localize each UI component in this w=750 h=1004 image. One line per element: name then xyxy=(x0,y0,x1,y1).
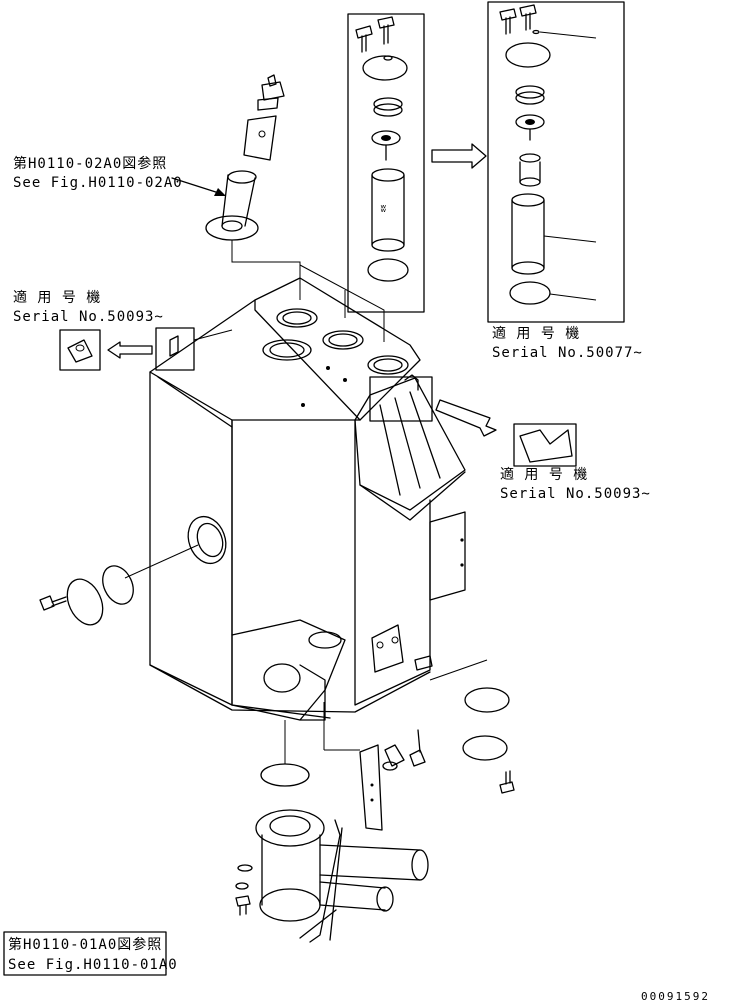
lower-plate xyxy=(371,624,433,673)
suction-pipe xyxy=(255,809,429,943)
ref-01a0-en: See Fig.H0110-01A0 xyxy=(8,957,178,973)
bottom-gasket xyxy=(260,720,310,787)
left-detail xyxy=(59,327,233,371)
top-ports xyxy=(262,308,409,407)
ref-02a0-jp: 第H0110-02A0図参照 xyxy=(13,155,167,172)
outlet-chute xyxy=(231,619,346,721)
side-port xyxy=(187,515,227,565)
side-cover-assembly xyxy=(39,544,199,626)
svg-text:ʬ: ʬ xyxy=(380,202,389,215)
filler-pipe xyxy=(205,74,285,241)
serial-left-jp: 適 用 号 機 xyxy=(13,289,101,306)
ref-label-01a0: 第H0110-01A0図参照 See Fig.H0110-01A0 xyxy=(3,931,178,976)
serial-top-jp: 適 用 号 機 xyxy=(492,325,580,342)
serial-top-en: Serial No.50077~ xyxy=(492,345,643,361)
ref-01a0-jp: 第H0110-01A0図参照 xyxy=(8,936,162,953)
right-detail xyxy=(435,399,577,467)
filter-stack-box: ʬ xyxy=(347,13,425,313)
serial-right-jp: 適 用 号 機 xyxy=(500,466,588,483)
drawing-number: 00091592 xyxy=(641,990,710,1003)
hydraulic-tank-body xyxy=(149,277,431,719)
filter-bracket xyxy=(354,374,466,521)
bolts-washers-left xyxy=(235,864,253,916)
serial-left-en: Serial No.50093~ xyxy=(13,309,164,325)
serial-label-left: 適 用 号 機 Serial No.50093~ xyxy=(13,289,164,325)
side-box xyxy=(429,511,466,601)
serial-label-top: 適 用 号 機 Serial No.50077~ xyxy=(492,325,643,361)
serial-label-right: 適 用 号 機 Serial No.50093~ xyxy=(500,466,651,502)
strainer-bracket xyxy=(323,702,426,831)
ref-02a0-en: See Fig.H0110-02A0 xyxy=(13,175,183,191)
ref-label-02a0: 第H0110-02A0図参照 See Fig.H0110-02A0 xyxy=(13,155,226,196)
filter-stack-box-serial-50077 xyxy=(487,1,625,323)
bottom-right-cover xyxy=(429,659,515,794)
arrow-to-filter-box xyxy=(431,143,487,169)
serial-right-en: Serial No.50093~ xyxy=(500,486,651,502)
